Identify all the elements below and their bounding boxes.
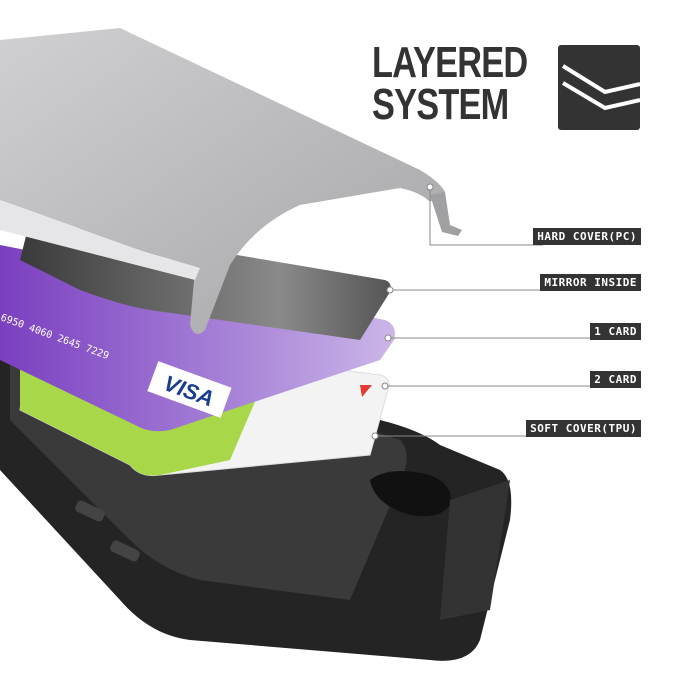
callout-mirror-inside: MIRROR INSIDE (540, 274, 641, 291)
callout-lines (371, 183, 594, 440)
headline: LAYERED SYSTEM (372, 38, 528, 129)
callout-hard-cover: HARD COVER(PC) (533, 228, 641, 245)
headline-line-1: LAYERED (372, 38, 528, 87)
headline-line-2: SYSTEM (372, 80, 509, 129)
hard-cover-layer (0, 28, 462, 334)
layers-icon (558, 45, 641, 130)
callout-1-card: 1 CARD (590, 323, 641, 340)
callout-2-card: 2 CARD (590, 371, 641, 388)
callout-soft-cover: SOFT COVER(TPU) (526, 420, 641, 437)
